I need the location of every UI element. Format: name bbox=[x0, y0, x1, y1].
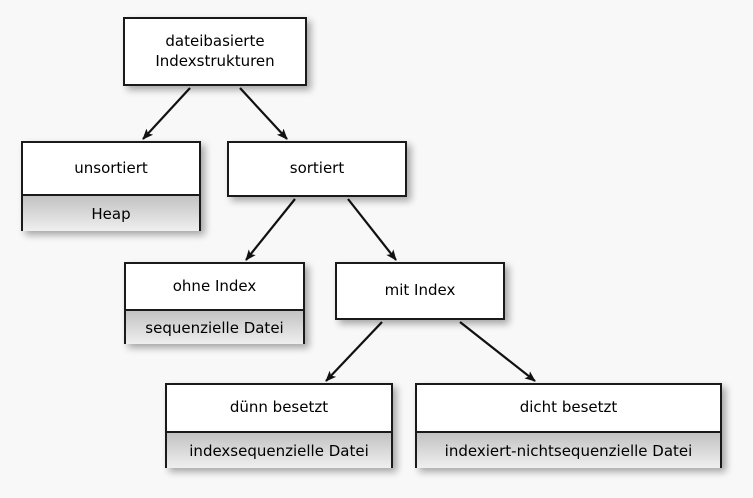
node-title: dateibasierte Indexstrukturen bbox=[125, 19, 305, 84]
edge-sortiert-to-mit-index bbox=[347, 198, 397, 261]
node-ohne-index[interactable]: ohne Index sequenzielle Datei bbox=[124, 262, 305, 344]
node-duenn-besetzt[interactable]: dünn besetzt indexsequenzielle Datei bbox=[165, 383, 393, 468]
node-title: dicht besetzt bbox=[417, 385, 720, 433]
node-title: ohne Index bbox=[126, 264, 303, 311]
node-subtitle: indexiert-nichtsequenzielle Datei bbox=[417, 433, 720, 468]
node-subtitle: Heap bbox=[23, 196, 199, 231]
node-subtitle: sequenzielle Datei bbox=[126, 311, 303, 344]
node-dateibasierte-indexstrukturen[interactable]: dateibasierte Indexstrukturen bbox=[123, 17, 307, 86]
node-title: unsortiert bbox=[23, 143, 199, 196]
node-title: dünn besetzt bbox=[167, 385, 391, 433]
node-dicht-besetzt[interactable]: dicht besetzt indexiert-nichtsequenziell… bbox=[415, 383, 722, 468]
edge-sortiert-to-ohne-index bbox=[245, 198, 296, 261]
node-title: mit Index bbox=[337, 264, 503, 318]
edge-root-to-unsortiert bbox=[142, 87, 191, 140]
edge-mit-index-to-dicht-besetzt bbox=[459, 321, 536, 382]
node-mit-index[interactable]: mit Index bbox=[335, 262, 505, 320]
node-unsortiert[interactable]: unsortiert Heap bbox=[21, 141, 201, 231]
edge-root-to-sortiert bbox=[239, 87, 288, 140]
node-sortiert[interactable]: sortiert bbox=[227, 141, 407, 197]
node-subtitle: indexsequenzielle Datei bbox=[167, 433, 391, 468]
edge-mit-index-to-duenn-besetzt bbox=[325, 321, 383, 382]
node-title: sortiert bbox=[229, 143, 405, 195]
